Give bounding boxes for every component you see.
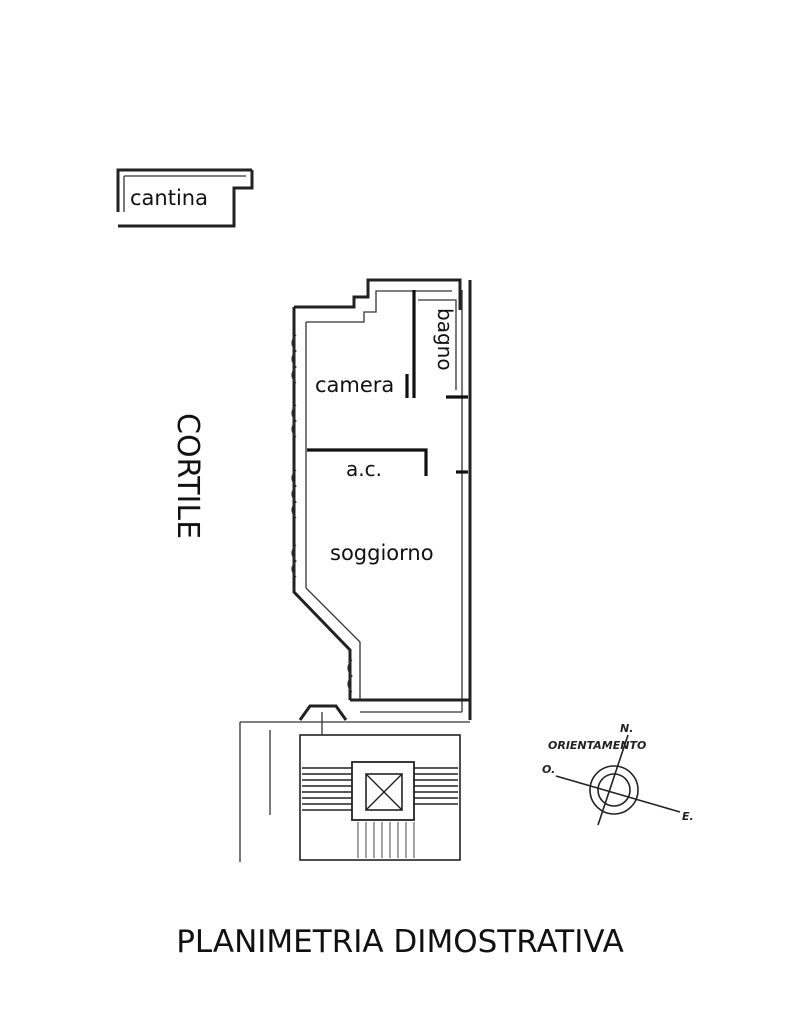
compass-west-label: O. xyxy=(542,763,555,776)
cantina-room: cantina xyxy=(116,168,254,228)
compass-caption: ORIENTAMENTO xyxy=(548,739,646,752)
cortile-label: CORTILE xyxy=(170,413,205,539)
bagno-label: bagno xyxy=(433,308,457,371)
soggiorno-label: soggiorno xyxy=(330,541,434,565)
compass-rose: ORIENTAMENTO N. O. E. xyxy=(542,722,694,826)
plan-title: PLANIMETRIA DIMOSTRATIVA xyxy=(176,924,624,960)
left-windows xyxy=(291,334,353,693)
compass-north-label: N. xyxy=(620,722,633,735)
cantina-label: cantina xyxy=(130,186,208,210)
compass-east-label: E. xyxy=(682,810,694,823)
ac-label: a.c. xyxy=(346,457,382,481)
camera-label: camera xyxy=(315,373,394,397)
interior-partitions xyxy=(307,290,468,476)
apartment-walls xyxy=(292,278,472,720)
stairwell xyxy=(239,704,470,862)
